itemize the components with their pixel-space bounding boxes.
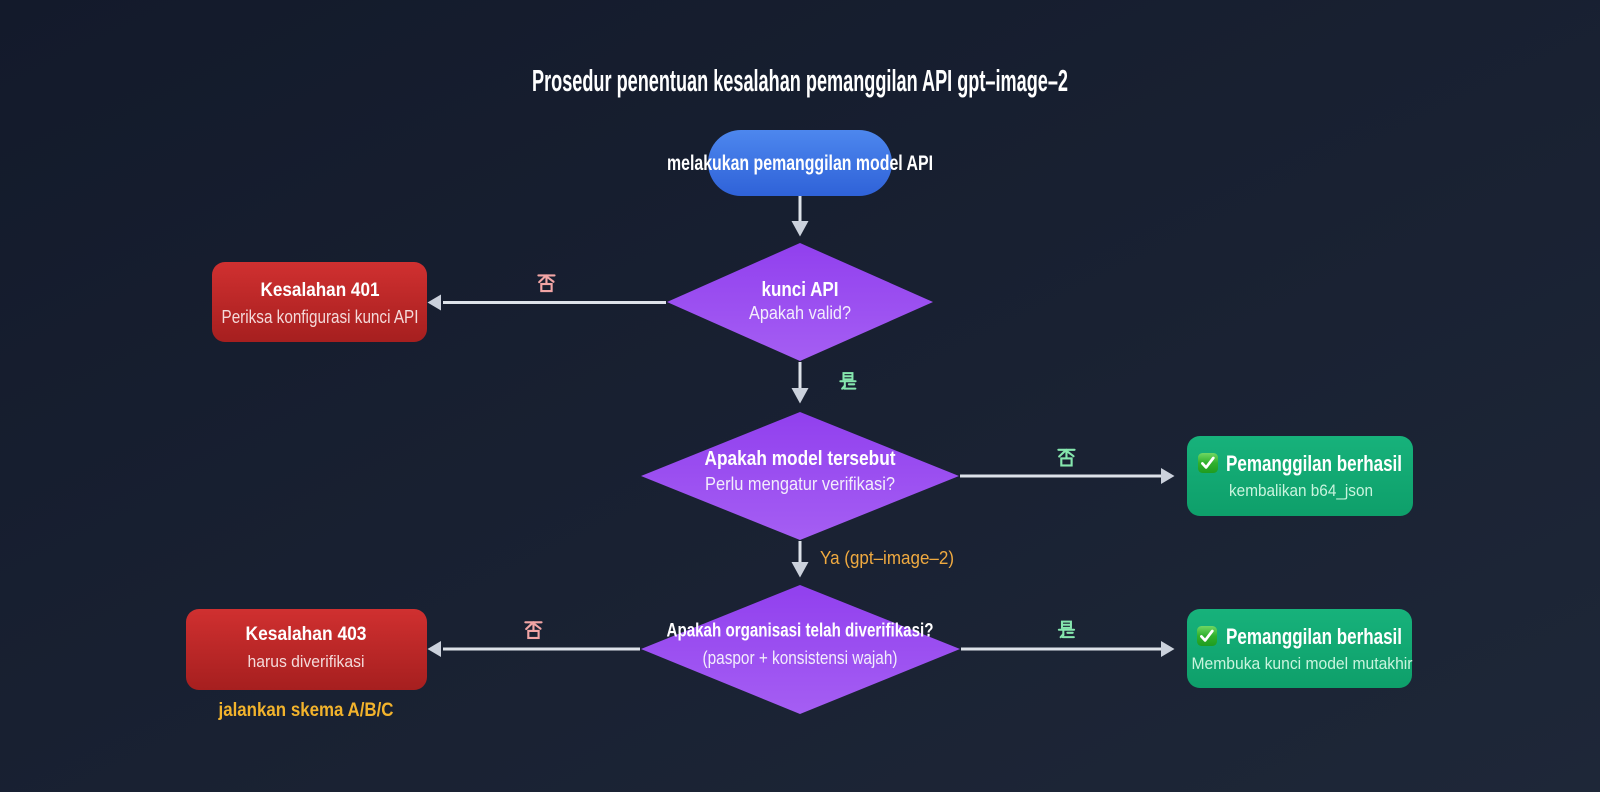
svg-text:Apakah model tersebut: Apakah model tersebut [705, 448, 896, 470]
svg-text:kunci API: kunci API [762, 279, 839, 301]
svg-text:Pemanggilan berhasil: Pemanggilan berhasil [1226, 624, 1402, 649]
svg-text:Periksa konfigurasi kunci API: Periksa konfigurasi kunci API [222, 307, 419, 327]
svg-text:Prosedur penentuan kesalahan p: Prosedur penentuan kesalahan pemanggilan… [532, 63, 1068, 98]
svg-text:(paspor + konsistensi wajah): (paspor + konsistensi wajah) [703, 648, 898, 668]
svg-text:Ya (gpt–image–2): Ya (gpt–image–2) [820, 548, 954, 568]
svg-text:Kesalahan 403: Kesalahan 403 [246, 624, 367, 645]
svg-text:Apakah organisasi telah diveri: Apakah organisasi telah diverifikasi? [667, 621, 934, 642]
svg-text:Pemanggilan berhasil: Pemanggilan berhasil [1226, 451, 1402, 476]
svg-text:harus diverifikasi: harus diverifikasi [248, 652, 365, 671]
svg-text:Kesalahan 401: Kesalahan 401 [261, 280, 380, 301]
svg-text:Membuka kunci model mutakhir: Membuka kunci model mutakhir [1192, 654, 1413, 673]
svg-text:kembalikan b64_json: kembalikan b64_json [1229, 481, 1373, 500]
svg-text:jalankan skema A/B/C: jalankan skema A/B/C [218, 700, 394, 721]
svg-text:Perlu mengatur verifikasi?: Perlu mengatur verifikasi? [705, 474, 895, 494]
svg-text:melakukan pemanggilan model AP: melakukan pemanggilan model API [667, 152, 933, 175]
svg-text:Apakah valid?: Apakah valid? [749, 303, 851, 323]
